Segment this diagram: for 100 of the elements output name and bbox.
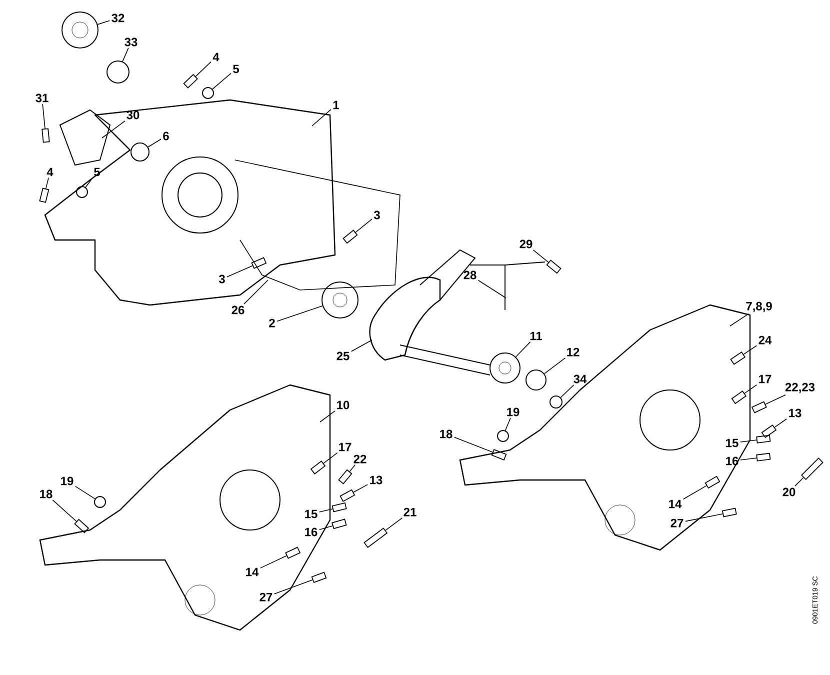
bolt-part bbox=[722, 508, 737, 518]
leader-line bbox=[353, 484, 368, 493]
bolt-part bbox=[756, 452, 771, 462]
callout-number: 17 bbox=[759, 374, 772, 384]
ring-part bbox=[550, 396, 562, 408]
callout-number: 17 bbox=[339, 442, 352, 452]
ring-part bbox=[322, 282, 358, 318]
leader-line bbox=[195, 61, 212, 77]
leader-line bbox=[52, 500, 77, 522]
callout-number: 12 bbox=[567, 348, 580, 356]
callout-number: 11 bbox=[530, 332, 542, 340]
callout-number: 22 bbox=[354, 454, 366, 464]
ring-part bbox=[76, 186, 88, 198]
bolt-part bbox=[332, 502, 347, 512]
leader-line bbox=[743, 345, 758, 355]
ring-part bbox=[106, 60, 130, 84]
ring-part bbox=[526, 370, 546, 390]
leader-line bbox=[318, 508, 333, 512]
bolt-part bbox=[338, 469, 352, 484]
callout-number: 28 bbox=[464, 270, 476, 280]
leader-line bbox=[323, 452, 338, 464]
bolt-part bbox=[183, 74, 198, 88]
ring-part bbox=[62, 12, 98, 48]
bolt-part bbox=[730, 351, 746, 365]
callout-number: 33 bbox=[124, 38, 138, 46]
leader-line bbox=[765, 394, 786, 405]
leader-line bbox=[544, 358, 566, 374]
leader-line bbox=[730, 313, 749, 326]
callout-number: 19 bbox=[61, 476, 74, 486]
bolt-part bbox=[340, 489, 356, 502]
callout-number: 13 bbox=[789, 408, 802, 418]
leader-line bbox=[226, 265, 253, 278]
leader-line bbox=[42, 104, 46, 129]
callout-number: 25 bbox=[336, 352, 350, 360]
callout-number: 31 bbox=[36, 94, 48, 102]
callout-number: 18 bbox=[440, 430, 452, 438]
callout-number: 3 bbox=[374, 210, 380, 220]
ring-part bbox=[202, 87, 214, 99]
bolt-part bbox=[546, 260, 562, 274]
callout-number: 4 bbox=[46, 168, 54, 176]
leader-line bbox=[355, 218, 372, 233]
callout-number: 15 bbox=[726, 438, 738, 448]
leader-line bbox=[515, 341, 531, 358]
callout-number: 3 bbox=[218, 274, 225, 284]
leader-line bbox=[682, 485, 707, 500]
leader-line bbox=[276, 306, 323, 322]
leader-line bbox=[504, 418, 511, 431]
bolt-part bbox=[704, 476, 720, 489]
leader-line bbox=[349, 464, 356, 472]
leader-line bbox=[274, 579, 313, 594]
leader-line bbox=[148, 138, 162, 148]
callout-number: 27 bbox=[670, 518, 684, 528]
leader-line bbox=[684, 513, 723, 522]
ring-part bbox=[490, 352, 520, 384]
leader-line bbox=[478, 280, 506, 298]
callout-number: 27 bbox=[260, 592, 272, 602]
callout-number: 20 bbox=[782, 488, 796, 496]
leader-line bbox=[350, 340, 372, 352]
leader-line bbox=[454, 436, 493, 453]
leader-line bbox=[260, 555, 287, 568]
callout-number: 14 bbox=[669, 500, 682, 508]
leader-line bbox=[744, 384, 758, 394]
callout-number: 22,23 bbox=[785, 382, 815, 394]
leader-line bbox=[122, 48, 129, 62]
callout-number: 16 bbox=[305, 528, 318, 536]
callout-number: 30 bbox=[126, 110, 140, 120]
callout-number: 4 bbox=[212, 52, 220, 62]
bolt-part bbox=[39, 188, 50, 203]
leader-line bbox=[385, 518, 403, 531]
leader-line bbox=[102, 120, 126, 138]
leader-line bbox=[97, 20, 110, 25]
leader-line bbox=[244, 280, 268, 304]
ring-part bbox=[497, 430, 509, 442]
leader-line bbox=[740, 440, 757, 442]
ring-part bbox=[94, 496, 106, 508]
callout-number: 19 bbox=[507, 408, 520, 416]
callout-number: 5 bbox=[233, 64, 239, 74]
callout-number: 14 bbox=[246, 568, 259, 576]
bolt-part bbox=[42, 128, 50, 143]
callout-number: 18 bbox=[40, 490, 52, 498]
leader-line bbox=[318, 525, 333, 530]
leader-line bbox=[212, 72, 232, 90]
leader-line bbox=[560, 384, 574, 398]
bolt-part bbox=[756, 434, 771, 444]
leader-line bbox=[774, 418, 788, 428]
callout-number: 7,8,9 bbox=[746, 302, 772, 312]
bolt-part bbox=[342, 230, 358, 244]
leader-line bbox=[312, 109, 332, 126]
callout-number: 32 bbox=[112, 14, 124, 22]
callout-number: 29 bbox=[520, 240, 532, 248]
callout-number: 26 bbox=[232, 306, 244, 314]
leader-line bbox=[45, 177, 49, 189]
leader-line bbox=[320, 410, 336, 422]
callout-number: 15 bbox=[305, 510, 318, 518]
callout-number: 34 bbox=[574, 374, 587, 384]
bolt-part bbox=[491, 448, 507, 460]
callout-number: 24 bbox=[758, 336, 772, 344]
callout-number: 10 bbox=[337, 400, 350, 410]
callout-number: 6 bbox=[163, 132, 169, 140]
bolt-part bbox=[800, 458, 824, 480]
